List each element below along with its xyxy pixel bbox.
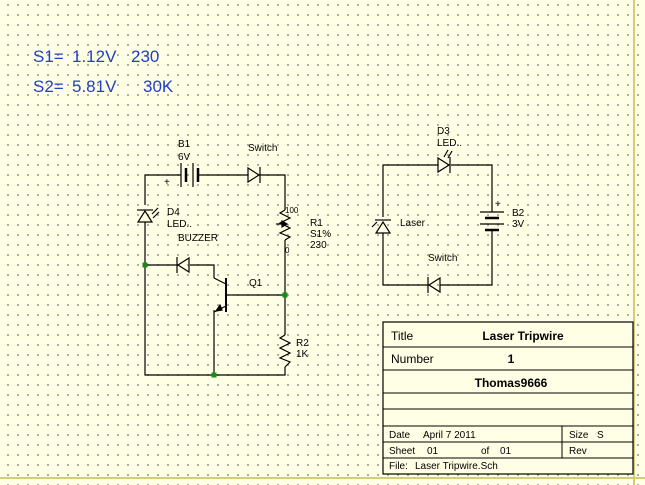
title-block-lines <box>383 346 633 459</box>
b2-plus: + <box>495 199 501 210</box>
q1-label: Q1 <box>249 278 263 289</box>
date-label: Date <box>389 430 411 441</box>
d3-value: LED.. <box>437 138 462 149</box>
b2-ref: B2 <box>512 208 525 219</box>
author-name: Thomas9666 <box>475 376 548 390</box>
wire-bottom-loop <box>144 222 286 376</box>
b2-value: 3V <box>512 219 525 230</box>
title-value: Laser Tripwire <box>482 329 564 343</box>
led-d3-symbol <box>437 149 453 174</box>
s1-label: S1= <box>33 47 64 66</box>
date-value: April 7 2011 <box>423 430 476 441</box>
s2-setting: 30K <box>143 77 174 96</box>
resistor-r2-symbol <box>278 334 292 368</box>
led-d4-symbol <box>136 207 160 223</box>
r1-setting: 230 <box>310 240 327 251</box>
wire-c2-top-right <box>451 164 493 212</box>
wire-c2-top-left <box>382 164 438 217</box>
circuit-1-labels: B1 6V + Switch D4 LED.. BUZZER Q1 100 0 … <box>164 139 331 360</box>
laser-diode-symbol <box>371 219 392 234</box>
title-label: Title <box>391 329 414 343</box>
of-label: of <box>481 446 490 457</box>
transistor-q1-symbol <box>213 277 232 313</box>
wire-switch-r1 <box>260 174 286 210</box>
file-value: Laser Tripwire.Sch <box>415 461 498 472</box>
circuit-2 <box>371 149 504 294</box>
switch-1-label: Switch <box>248 143 277 154</box>
wire-c2-bottom-left <box>382 233 428 286</box>
wire-buzzer-collector <box>190 264 215 278</box>
buzzer-diode-symbol <box>176 256 190 274</box>
junction-dot <box>211 372 217 378</box>
s2-value: 5.81V <box>72 77 117 96</box>
r1-top-mark: 100 <box>285 206 299 215</box>
sheet-value: 01 <box>427 446 439 457</box>
number-label: Number <box>391 352 434 366</box>
measurement-s2: S2= 5.81V 30K <box>33 77 174 96</box>
number-value: 1 <box>508 352 515 366</box>
junctions <box>142 262 288 378</box>
battery-b1-symbol <box>180 163 200 187</box>
rev-label: Rev <box>569 446 587 457</box>
switch-diode-1-symbol <box>247 166 261 184</box>
of-value: 01 <box>500 446 512 457</box>
battery-b2-symbol <box>480 211 504 232</box>
buzzer-label: BUZZER <box>178 233 218 244</box>
measurement-s1: S1= 1.12V 230 <box>33 47 159 66</box>
r1-value: S1% <box>310 229 331 240</box>
laser-label: Laser <box>400 218 426 229</box>
d4-value: LED.. <box>167 219 192 230</box>
d4-ref: D4 <box>167 207 180 218</box>
s2-label: S2= <box>33 77 64 96</box>
wire-c2-right-bottom <box>440 230 493 286</box>
title-block: Title Laser Tripwire Number 1 Thomas9666… <box>382 321 634 475</box>
potentiometer-r1-symbol <box>276 209 292 241</box>
circuit-2-labels: D3 LED.. Laser + B2 3V Switch <box>400 126 525 264</box>
junction-dot <box>142 262 148 268</box>
r1-ref: R1 <box>310 218 323 229</box>
r2-value: 1K <box>296 349 309 360</box>
b1-value: 6V <box>178 152 191 163</box>
r2-ref: R2 <box>296 338 309 349</box>
wire-left-top <box>144 174 181 205</box>
switch-2-label: Switch <box>428 253 457 264</box>
file-label: File: <box>389 461 408 472</box>
b1-ref: B1 <box>178 139 191 150</box>
circuit-1 <box>136 163 292 376</box>
junction-dot <box>282 292 288 298</box>
sheet-label: Sheet <box>389 446 415 457</box>
switch-diode-2-symbol <box>427 276 441 294</box>
s1-setting: 230 <box>131 47 159 66</box>
b1-plus: + <box>164 177 170 188</box>
s1-value: 1.12V <box>72 47 117 66</box>
size-value: S <box>597 430 604 441</box>
d3-ref: D3 <box>437 126 450 137</box>
r1-bottom-mark: 0 <box>285 246 290 255</box>
size-label: Size <box>569 430 589 441</box>
